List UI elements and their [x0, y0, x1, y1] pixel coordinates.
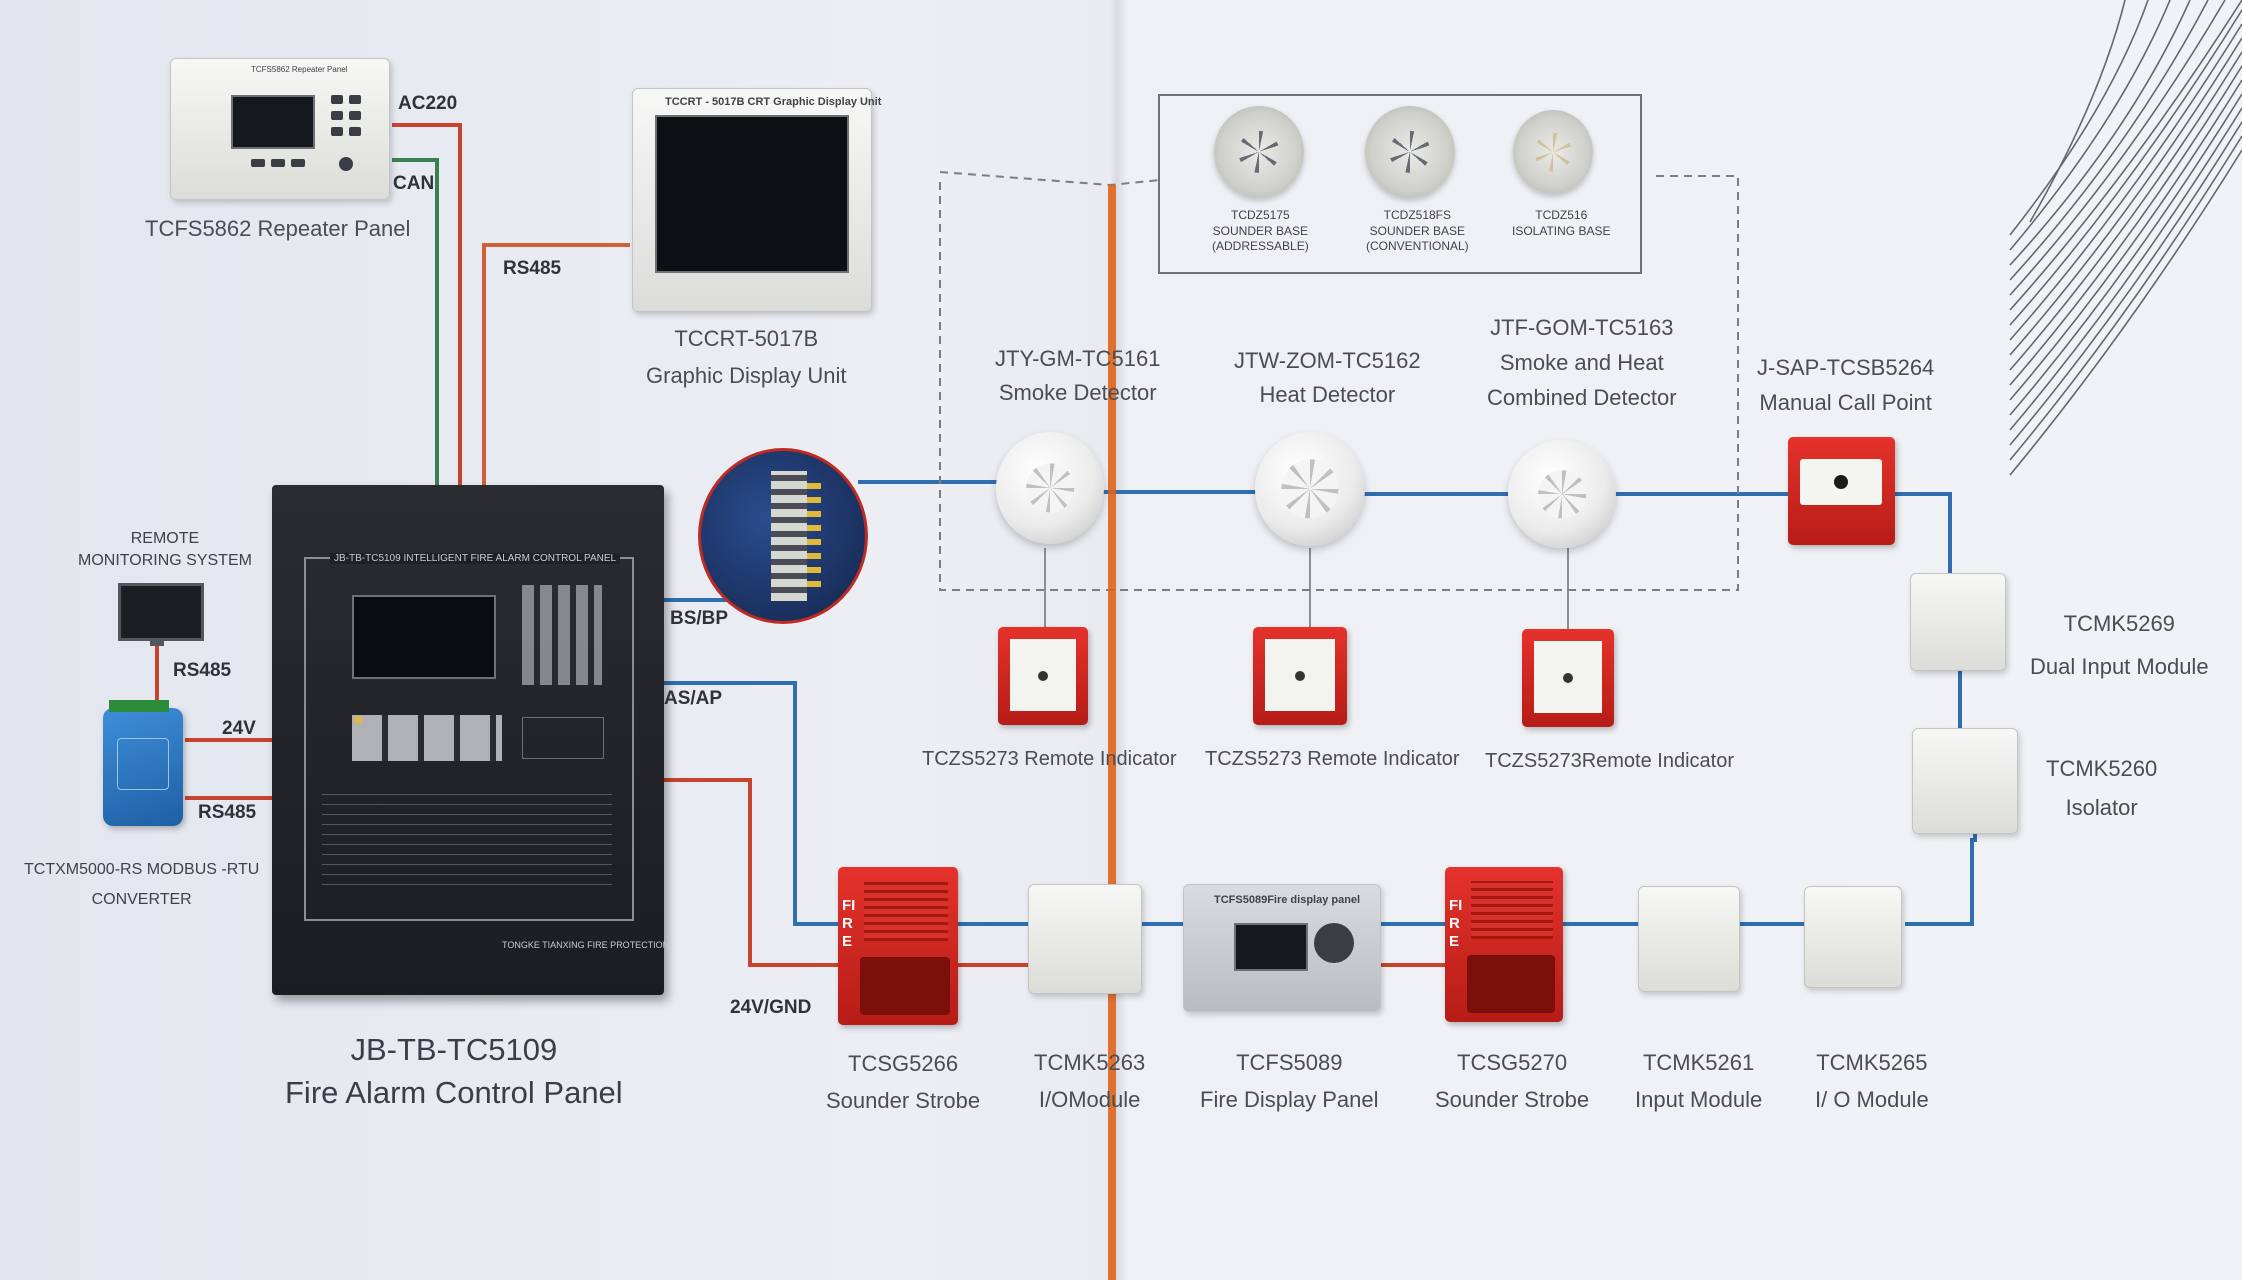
- rs485-converter-label: RS485: [198, 802, 257, 823]
- dual-input-module: [1910, 573, 2006, 671]
- remote-monitoring-label: REMOTE MONITORING SYSTEM: [78, 530, 252, 569]
- remote-indicator-3: [1522, 629, 1614, 727]
- bases-box: [1158, 94, 1642, 274]
- control-panel-keypad: [522, 585, 602, 685]
- ac220-label: AC220: [398, 93, 458, 114]
- fire-display-caption: TCFS5089Fire display panel: [1214, 894, 1361, 906]
- input-module-label: TCMK5261 Input Module: [1635, 1050, 1763, 1113]
- heat-detector: [1255, 432, 1365, 546]
- base-label-1: TCDZ5175 SOUNDER BASE (ADDRESSABLE): [1212, 208, 1309, 254]
- io-module-1: [1028, 884, 1142, 994]
- io-module-2-label: TCMK5265 I/ O Module: [1815, 1050, 1929, 1113]
- sounder-strobe-1: FIRE: [838, 867, 958, 1025]
- isolator-module: [1912, 728, 2018, 834]
- graphic-display-screen: [655, 115, 849, 273]
- base-group-dashed-link-top: [939, 171, 1161, 187]
- can-label: CAN: [393, 173, 435, 194]
- as-ap-label: AS/AP: [664, 688, 723, 709]
- graphic-display-caption: TCCRT - 5017B CRT Graphic Display Unit: [665, 96, 882, 108]
- base-label-2: TCDZ518FS SOUNDER BASE (CONVENTIONAL): [1366, 208, 1469, 254]
- base-label-3: TCDZ516 ISOLATING BASE: [1512, 208, 1611, 238]
- right-riser-wire: [1895, 492, 1977, 926]
- fire-alarm-control-panel: JB-TB-TC5109 INTELLIGENT FIRE ALARM CONT…: [272, 485, 669, 995]
- remote-indicator-2: [1253, 627, 1347, 725]
- dual-input-module-label: TCMK5269 Dual Input Module: [2030, 611, 2209, 679]
- converter-device: [103, 700, 183, 826]
- io-module-2: [1804, 886, 1902, 988]
- sounder-strobe-1-label: TCSG5266 Sounder Strobe: [826, 1051, 981, 1114]
- io-module-1-label: TCMK5263 I/OModule: [1034, 1050, 1146, 1113]
- smoke-detector: [996, 432, 1104, 544]
- strobe-fire-text-2: FIRE: [1449, 897, 1463, 950]
- indicator-grid: [322, 785, 612, 885]
- 24v-gnd-label: 24V/GND: [730, 997, 812, 1018]
- control-panel-header: JB-TB-TC5109 INTELLIGENT FIRE ALARM CONT…: [330, 553, 621, 564]
- smoke-detector-label: JTY-GM-TC5161 Smoke Detector: [995, 346, 1161, 406]
- control-panel-brand: TONGKE TIANXING FIRE PROTECTION: [502, 940, 670, 950]
- as-ap-loop-wire: [664, 681, 840, 926]
- remote-indicator-1-label: TCZS5273 Remote Indicator: [922, 748, 1177, 770]
- sounder-strobe-2: FIRE: [1445, 867, 1563, 1022]
- fire-display-panel: TCFS5089Fire display panel: [1183, 884, 1381, 1012]
- combined-detector: [1508, 440, 1616, 548]
- ac220-wire: [392, 123, 462, 485]
- isolator-label: TCMK5260 Isolator: [2046, 756, 2158, 820]
- manual-call-point: [1788, 437, 1895, 545]
- graphic-display-label: TCCRT-5017B Graphic Display Unit: [646, 326, 847, 389]
- strobe-fire-text-1: FIRE: [842, 897, 856, 950]
- 24v-gnd-wire: [664, 778, 840, 967]
- terminal-board-detail: [698, 448, 868, 624]
- rs485-top-label: RS485: [503, 258, 562, 279]
- combined-detector-label: JTF-GOM-TC5163 Smoke and Heat Combined D…: [1487, 315, 1677, 411]
- remote-indicator-2-label: TCZS5273 Remote Indicator: [1205, 748, 1460, 770]
- 24v-label: 24V: [222, 718, 256, 739]
- base-group-dashed-link: [939, 175, 1739, 591]
- repeater-panel: TCFS5862 Repeater Panel: [170, 58, 390, 200]
- manual-call-point-label: J-SAP-TCSB5264 Manual Call Point: [1757, 355, 1935, 416]
- sounder-base-addressable: [1214, 106, 1304, 198]
- bs-bp-label: BS/BP: [670, 608, 729, 629]
- repeater-screen: [231, 95, 315, 149]
- decorative-arcs: [2009, 0, 2242, 476]
- control-panel-screen: [352, 595, 496, 679]
- can-wire: [392, 158, 439, 485]
- detector-bus-wire: [1100, 490, 1790, 496]
- control-panel-buttons: [352, 715, 502, 761]
- remote-indicator-3-label: TCZS5273Remote Indicator: [1485, 750, 1735, 772]
- control-panel-label: JB-TB-TC5109 Fire Alarm Control Panel: [285, 1032, 623, 1111]
- rs485-monitor-label: RS485: [173, 660, 232, 681]
- repeater-screen-caption: TCFS5862 Repeater Panel: [251, 65, 348, 74]
- fire-display-label: TCFS5089 Fire Display Panel: [1200, 1050, 1379, 1113]
- fire-display-screen: [1234, 923, 1308, 971]
- rs485-display-wire: [482, 243, 630, 485]
- repeater-label: TCFS5862 Repeater Panel: [145, 216, 411, 241]
- converter-label: TCTXM5000-RS MODBUS -RTU CONVERTER: [24, 861, 260, 909]
- graphic-display-unit: TCCRT - 5017B CRT Graphic Display Unit: [632, 88, 881, 312]
- printer-slot: [522, 717, 604, 759]
- remote-indicator-1: [998, 627, 1088, 725]
- monitor-icon: [118, 583, 204, 641]
- heat-detector-label: JTW-ZOM-TC5162 Heat Detector: [1234, 348, 1421, 408]
- sounder-strobe-2-label: TCSG5270 Sounder Strobe: [1435, 1050, 1590, 1113]
- sounder-base-conventional: [1365, 106, 1455, 198]
- input-module: [1638, 886, 1740, 992]
- isolating-base: [1513, 110, 1593, 194]
